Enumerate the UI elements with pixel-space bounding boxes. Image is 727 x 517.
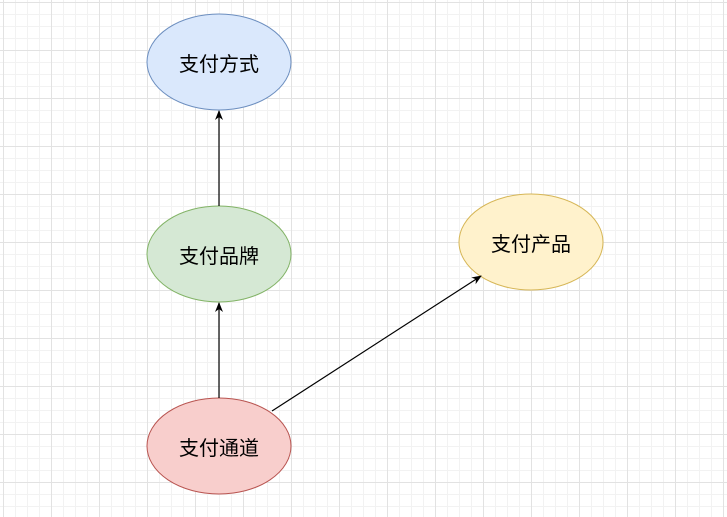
node-method-label: 支付方式 (179, 51, 259, 76)
node-product-label: 支付产品 (491, 231, 571, 256)
edge-channel-product[interactable] (271, 275, 482, 412)
node-product[interactable] (458, 193, 604, 291)
node-brand-label: 支付品牌 (179, 243, 259, 268)
node-channel-label: 支付通道 (179, 435, 259, 460)
